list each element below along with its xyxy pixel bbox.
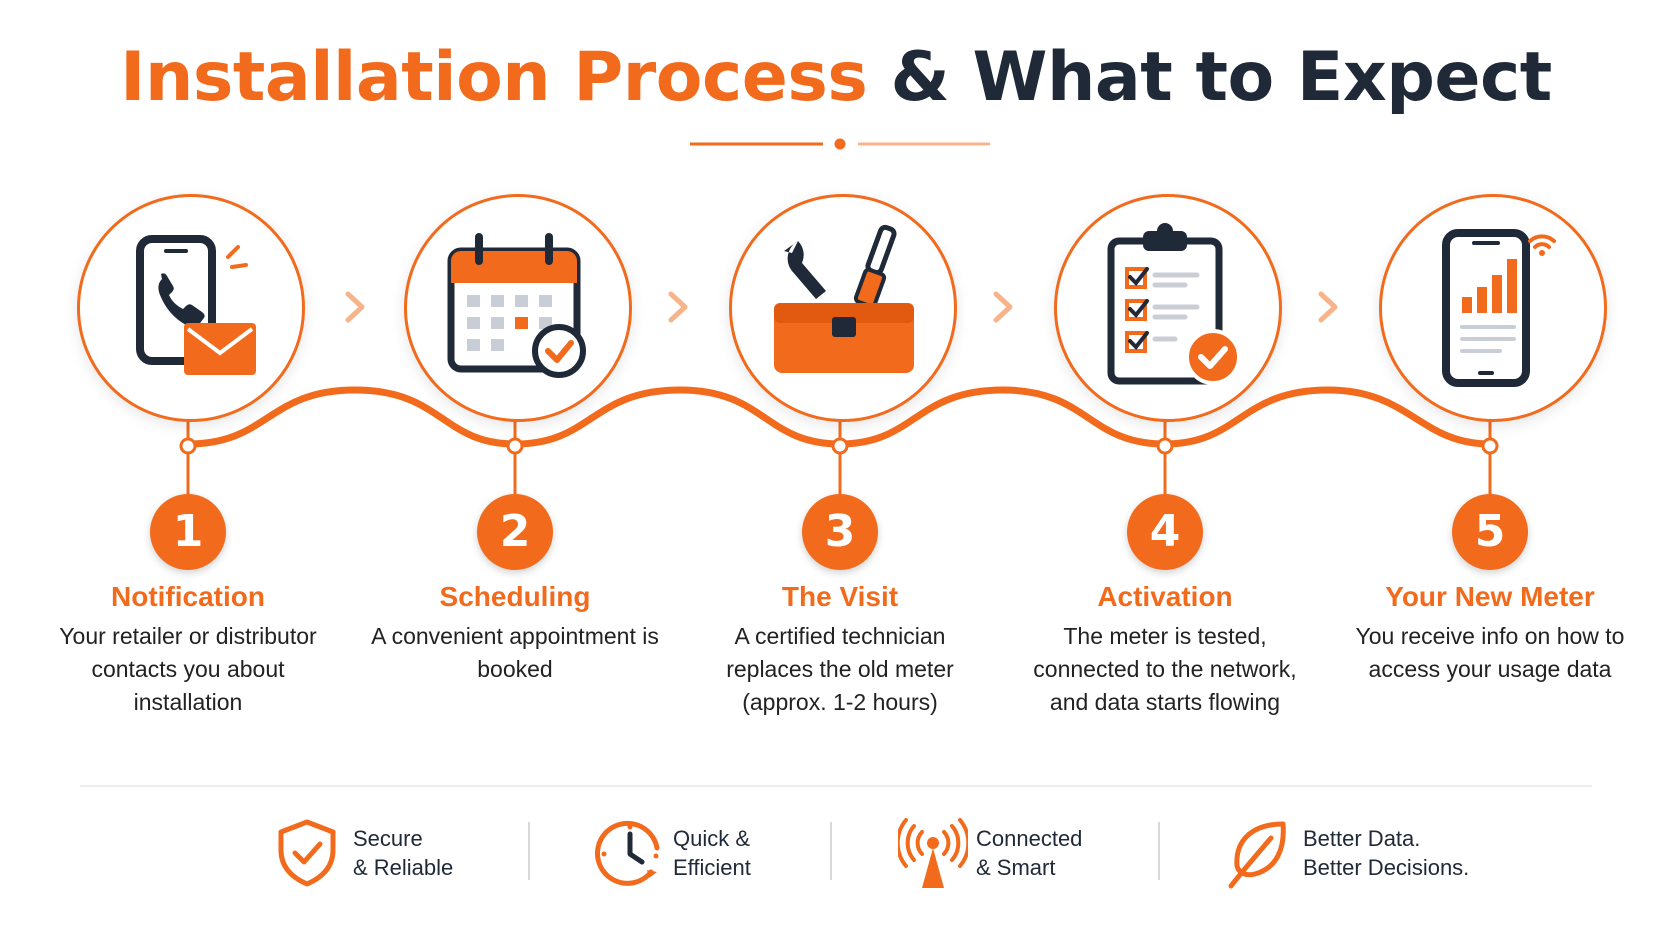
feature-separator xyxy=(830,822,832,880)
phone-envelope-icon xyxy=(136,235,256,375)
chevron-right-icon xyxy=(1318,291,1338,323)
step-number-badge: 2 xyxy=(477,494,553,570)
smartphone-chart-icon xyxy=(1442,229,1556,387)
chevron-right-icon xyxy=(668,291,688,323)
feature-label: Better Data. Better Decisions. xyxy=(1303,826,1470,880)
feature-label: Secure & Reliable xyxy=(353,826,454,880)
page-title: Installation Process & What to Expect xyxy=(0,38,1672,117)
step-icon-circle xyxy=(404,194,632,422)
feature-label: Connected & Smart xyxy=(976,826,1083,880)
step-icon-circle xyxy=(1054,194,1282,422)
step-number-badge: 4 xyxy=(1127,494,1203,570)
step-number-badge: 1 xyxy=(150,494,226,570)
step-description: You receive info on how to access your u… xyxy=(1355,623,1625,682)
title-underline-decoration xyxy=(690,138,990,150)
step-description: A certified technician replaces the old … xyxy=(726,623,954,715)
step-icon-circle xyxy=(729,194,957,422)
feature-separator xyxy=(1158,822,1160,880)
step-description: A convenient appointment is booked xyxy=(371,623,659,682)
calendar-check-icon xyxy=(447,233,586,378)
step-title: Notification xyxy=(111,581,265,612)
step-description: Your retailer or distributor contacts yo… xyxy=(59,623,317,715)
antenna-icon xyxy=(898,818,968,888)
step-title: Activation xyxy=(1097,581,1233,612)
title-rest: & What to Expect xyxy=(890,38,1553,117)
step-number-badge: 3 xyxy=(802,494,878,570)
leaf-icon xyxy=(1228,821,1286,889)
section-divider xyxy=(80,785,1592,787)
step-icon-circle xyxy=(77,194,305,422)
feature-separator xyxy=(528,822,530,880)
title-highlight: Installation Process xyxy=(120,38,868,117)
feature-label: Quick & Efficient xyxy=(673,826,751,880)
step-title: Scheduling xyxy=(439,581,591,612)
step-title: The Visit xyxy=(781,581,899,612)
step-number-badge: 5 xyxy=(1452,494,1528,570)
chevron-right-icon xyxy=(345,291,365,323)
step-title: Your New Meter xyxy=(1385,581,1595,612)
chevron-right-icon xyxy=(993,291,1013,323)
clock-icon xyxy=(595,820,660,886)
clipboard-checklist-icon xyxy=(1107,223,1241,385)
toolbox-icon xyxy=(774,224,914,373)
step-description: The meter is tested, connected to the ne… xyxy=(1033,623,1297,715)
shield-check-icon xyxy=(278,819,336,887)
step-icon-circle xyxy=(1379,194,1607,422)
